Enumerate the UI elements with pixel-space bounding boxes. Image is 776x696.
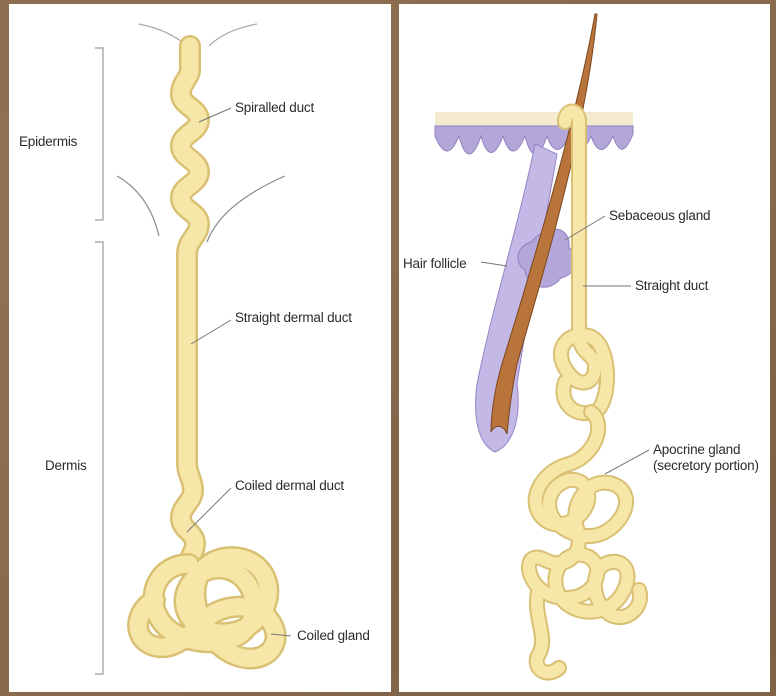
- label-apocrine-gland-line2: (secretory portion): [653, 458, 770, 474]
- label-apocrine-gland-line1: Apocrine gland: [653, 442, 770, 458]
- apocrine-gland-panel: Hair follicle Sebaceous gland Straight d…: [399, 4, 770, 692]
- label-coiled-dermal-duct: Coiled dermal duct: [235, 478, 344, 493]
- leader-hair-follicle: [481, 262, 507, 266]
- apocrine-gland-illustration: [399, 4, 770, 692]
- label-sebaceous-gland: Sebaceous gland: [609, 208, 710, 223]
- eccrine-gland-illustration: [9, 4, 391, 692]
- hair-follicle-sheath: [476, 144, 557, 452]
- epidermis-strip: [435, 112, 633, 126]
- label-epidermis: Epidermis: [19, 134, 77, 149]
- label-hair-follicle: Hair follicle: [403, 256, 466, 271]
- leader-apocrine-gland: [605, 450, 649, 474]
- label-straight-duct: Straight duct: [635, 278, 708, 293]
- eccrine-gland-panel: Epidermis Dermis Spiralled duct Straight…: [9, 4, 391, 692]
- label-straight-dermal-duct: Straight dermal duct: [235, 310, 352, 325]
- label-spiralled-duct: Spiralled duct: [235, 100, 314, 115]
- dermis-bracket: [95, 242, 103, 674]
- epidermis-bracket: [95, 48, 103, 220]
- eccrine-duct: [138, 46, 275, 658]
- label-apocrine-gland: Apocrine gland (secretory portion): [653, 442, 770, 474]
- label-dermis: Dermis: [45, 458, 87, 473]
- label-coiled-gland: Coiled gland: [297, 628, 370, 643]
